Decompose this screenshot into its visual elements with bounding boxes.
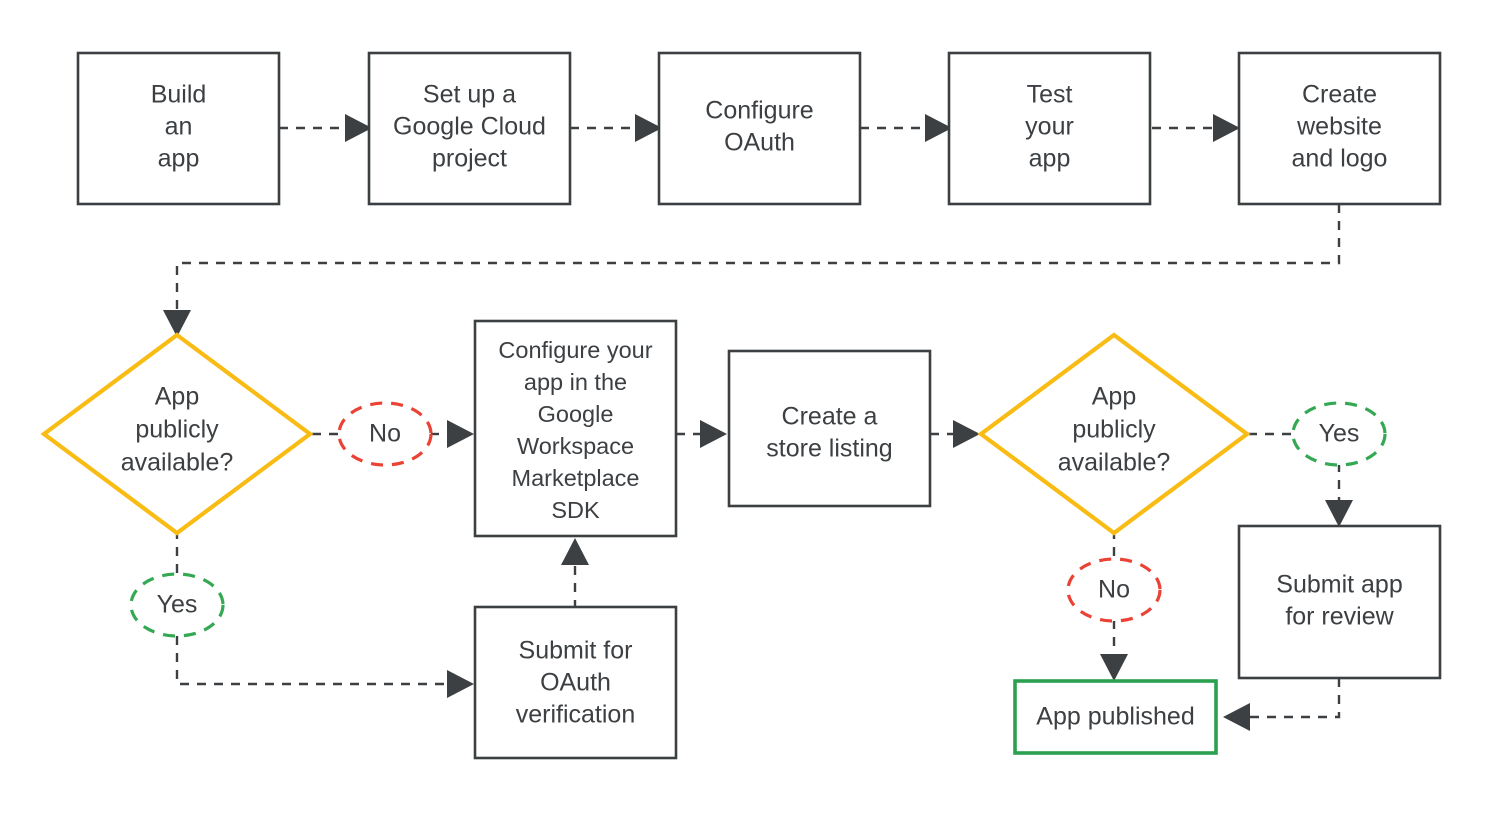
node-store-listing-shape[interactable]: [727, 349, 932, 508]
arrowhead-to-test-app: [925, 114, 952, 142]
node-store-listing[interactable]: Create a store listing: [727, 349, 932, 508]
node-oauth-verification-line-2: OAuth: [540, 669, 611, 697]
arrowhead-up-to-configure-sdk: [561, 538, 589, 565]
node-decision-left-line-2: publicly: [135, 416, 219, 444]
node-decision-right[interactable]: App publicly available?: [977, 332, 1251, 536]
no-right-ellipse: [1066, 557, 1162, 623]
node-decision-right-line-2: publicly: [1072, 416, 1156, 444]
node-submit-review-shape[interactable]: [1237, 524, 1442, 680]
yes-right-ellipse: [1291, 401, 1387, 467]
node-configure-oauth-line-1: Configure: [705, 97, 813, 125]
node-decision-left-shape[interactable]: [40, 332, 314, 536]
edge-yes-label-to-oauth-verification: [175, 636, 447, 686]
node-configure-sdk-shape[interactable]: [473, 319, 678, 538]
node-submit-review-line-1: Submit app: [1276, 571, 1402, 599]
node-configure-sdk-line-2: app in the: [524, 369, 627, 395]
edge-label-yes-left: Yes: [129, 572, 225, 638]
arrowhead-to-store-listing: [700, 420, 727, 448]
node-test-app-shape[interactable]: [947, 51, 1152, 206]
node-oauth-verification-shape[interactable]: [473, 605, 678, 760]
node-oauth-verification-line-1: Submit for: [519, 637, 633, 665]
edge-label-no-left: No: [337, 401, 433, 467]
no-left-text: No: [369, 420, 401, 448]
node-configure-oauth-shape[interactable]: [657, 51, 862, 206]
node-create-website[interactable]: Create website and logo: [1237, 51, 1442, 206]
node-app-published[interactable]: App published: [1013, 679, 1218, 755]
node-decision-right-line-1: App: [1092, 383, 1136, 411]
node-store-listing-line-2: store listing: [766, 435, 892, 463]
node-decision-right-shape[interactable]: [977, 332, 1251, 536]
node-decision-right-line-3: available?: [1058, 449, 1171, 477]
yes-right-text: Yes: [1319, 420, 1360, 448]
arrowhead-left-to-app-published: [1223, 703, 1250, 731]
node-build-app-line-2: an: [165, 113, 193, 141]
node-create-website-shape[interactable]: [1237, 51, 1442, 206]
node-gcp-project-shape[interactable]: [367, 51, 572, 206]
yes-left-text: Yes: [157, 591, 198, 619]
node-oauth-verification[interactable]: Submit for OAuth verification: [473, 605, 678, 760]
node-gcp-project-line-1: Set up a: [423, 81, 516, 109]
connectors: [163, 114, 1353, 731]
node-test-app-line-2: your: [1025, 113, 1074, 141]
node-build-app-line-1: Build: [151, 81, 207, 109]
node-submit-review-line-2: for review: [1285, 603, 1394, 631]
arrowhead-to-create-website: [1213, 114, 1240, 142]
node-configure-sdk-line-5: Marketplace: [512, 465, 640, 491]
arrowhead-to-gcp-project: [345, 114, 372, 142]
edge-label-no-right: No: [1066, 557, 1162, 623]
node-create-website-line-2: website: [1296, 113, 1382, 141]
node-submit-review[interactable]: Submit app for review: [1237, 524, 1442, 680]
no-right-text: No: [1098, 576, 1130, 604]
arrowhead-to-configure-oauth: [635, 114, 662, 142]
edge-create-website-to-decision-left: [175, 204, 1341, 310]
edge-submit-review-to-app-published: [1250, 678, 1341, 719]
arrowhead-to-oauth-verification: [447, 670, 474, 698]
node-build-app-line-3: app: [158, 145, 200, 173]
node-test-app-line-3: app: [1029, 145, 1071, 173]
node-app-published-label: App published: [1036, 703, 1194, 731]
node-decision-left[interactable]: App publicly available?: [40, 332, 314, 536]
arrowhead-to-submit-review: [1325, 500, 1353, 527]
node-oauth-verification-line-3: verification: [516, 701, 636, 729]
edge-label-yes-right: Yes: [1291, 401, 1387, 467]
node-store-listing-line-1: Create a: [782, 403, 878, 431]
node-gcp-project[interactable]: Set up a Google Cloud project: [367, 51, 572, 206]
node-app-published-shape[interactable]: [1013, 679, 1218, 755]
node-test-app[interactable]: Test your app: [947, 51, 1152, 206]
node-configure-sdk-line-3: Google: [538, 401, 614, 427]
arrowhead-to-decision-left: [163, 310, 191, 337]
yes-left-ellipse: [129, 572, 225, 638]
node-configure-oauth[interactable]: Configure OAuth: [657, 51, 862, 206]
node-configure-sdk-line-1: Configure your: [498, 337, 652, 363]
node-configure-oauth-line-2: OAuth: [724, 129, 795, 157]
node-build-app-shape[interactable]: [76, 51, 281, 206]
node-build-app[interactable]: Build an app: [76, 51, 281, 206]
node-decision-left-line-1: App: [155, 383, 199, 411]
node-test-app-line-1: Test: [1027, 81, 1073, 109]
node-create-website-line-3: and logo: [1292, 145, 1388, 173]
node-configure-sdk-line-4: Workspace: [517, 433, 634, 459]
node-configure-sdk-line-6: SDK: [551, 497, 600, 523]
arrowhead-to-decision-right: [953, 420, 980, 448]
node-gcp-project-line-2: Google Cloud: [393, 113, 546, 141]
node-gcp-project-line-3: project: [432, 145, 507, 173]
node-decision-left-line-3: available?: [121, 449, 234, 477]
node-configure-sdk[interactable]: Configure your app in the Google Workspa…: [473, 319, 678, 538]
arrowhead-to-configure-sdk: [447, 420, 474, 448]
arrowhead-to-app-published: [1100, 654, 1128, 681]
node-create-website-line-1: Create: [1302, 81, 1377, 109]
no-left-ellipse: [337, 401, 433, 467]
